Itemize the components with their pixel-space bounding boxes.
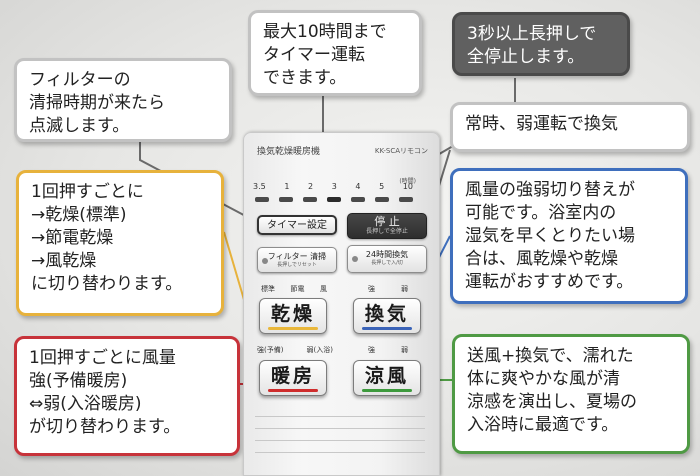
cool-mode-labels: 強 弱 xyxy=(355,345,421,355)
cool-breeze-button-label: 涼風 xyxy=(364,365,409,387)
filter-button-sublabel: 長押しでリセット xyxy=(277,262,317,268)
dry-color-bar xyxy=(268,327,318,330)
cool-breeze-color-bar xyxy=(362,389,412,392)
heat-label-strong: 強(予備) xyxy=(257,346,284,354)
ventilation-24h-led-icon xyxy=(352,256,358,262)
vent-label-strong: 強 xyxy=(368,285,375,293)
timer-set-button[interactable]: タイマー設定 xyxy=(257,215,337,235)
cool-breeze-button[interactable]: 涼風 xyxy=(353,360,421,396)
timer-led xyxy=(351,196,365,202)
heat-mode-labels: 強(予備) 弱(入浴) xyxy=(257,345,333,355)
timer-scale-label: 2 xyxy=(308,182,314,191)
cool-callout: 送風+換気で、濡れた 体に爽やかな風が清 涼感を演出し、夏場の 入浴時に最適です… xyxy=(452,334,690,454)
stop-button[interactable]: 停 止 長押しで全停止 xyxy=(347,213,427,239)
heat-callout: 1回押すごとに風量 強(予備暖房) ⇔弱(入浴暖房) が切り替わります。 xyxy=(14,336,240,456)
cool-label-strong: 強 xyxy=(368,346,375,354)
vent-label-weak: 弱 xyxy=(401,285,408,293)
timer-scale: 3.5 1 2 3 4 5 10 xyxy=(253,182,413,191)
heat-label-weak: 弱(入浴) xyxy=(306,346,333,354)
panel-title: 換気乾燥暖房機 xyxy=(257,147,321,157)
filter-clean-button[interactable]: フィルター 清掃 長押しでリセット xyxy=(257,247,337,273)
timer-led xyxy=(399,196,413,202)
timer-led xyxy=(327,196,341,202)
timer-scale-label: 4 xyxy=(355,182,361,191)
vent-mode-labels: 強 弱 xyxy=(355,284,421,294)
stop-button-sublabel: 長押しで全停止 xyxy=(366,228,408,235)
heat-color-bar xyxy=(268,389,318,392)
dry-label-wind: 風 xyxy=(320,285,327,293)
timer-led xyxy=(303,196,317,202)
ventilate-button[interactable]: 換気 xyxy=(353,298,421,334)
stop-callout: 3秒以上長押しで 全停止します。 xyxy=(452,12,630,76)
ventilation-24h-sublabel: 長押しで入/切 xyxy=(371,260,403,266)
filter-led-icon xyxy=(262,258,268,264)
dry-button[interactable]: 乾燥 xyxy=(259,298,327,334)
timer-scale-label: 5 xyxy=(379,182,385,191)
heat-button-label: 暖房 xyxy=(270,365,315,387)
ventilate-button-label: 換気 xyxy=(364,303,409,325)
panel-groove xyxy=(255,440,425,441)
timer-led-row xyxy=(255,195,413,203)
remote-control-panel: 換気乾燥暖房機 KK-SCAリモコン (時間) 3.5 1 2 3 4 5 10… xyxy=(243,132,440,476)
dry-callout: 1回押すごとに →乾燥(標準) →節電乾燥 →風乾燥 に切り替わります。 xyxy=(16,170,224,316)
filter-callout: フィルターの 清掃時期が来たら 点滅します。 xyxy=(14,58,232,142)
panel-groove xyxy=(255,416,425,417)
dry-label-standard: 標準 xyxy=(261,285,275,293)
timer-led xyxy=(255,196,269,202)
heat-button[interactable]: 暖房 xyxy=(259,360,327,396)
timer-callout: 最大10時間まで タイマー運転 できます。 xyxy=(248,10,422,96)
timer-scale-label: 3.5 xyxy=(253,182,266,191)
vent-callout: 風量の強弱切り替えが 可能です。浴室内の 湿気を早くとりたい場 合は、風乾燥や乾… xyxy=(450,168,688,304)
timer-scale-label: 1 xyxy=(284,182,290,191)
timer-unit: (時間) xyxy=(399,178,416,185)
filter-button-label: フィルター 清掃 xyxy=(267,252,327,261)
dry-button-label: 乾燥 xyxy=(270,303,315,325)
timer-led xyxy=(279,196,293,202)
timer-scale-label: 3 xyxy=(331,182,337,191)
panel-groove xyxy=(255,428,425,429)
ventilation-24h-button[interactable]: 24時間換気 長押しで入/切 xyxy=(347,245,427,273)
panel-groove xyxy=(255,452,425,453)
cool-label-weak: 弱 xyxy=(401,346,408,354)
dry-mode-labels: 標準 節電 風 xyxy=(261,284,327,294)
stop-button-label: 停 止 xyxy=(374,215,400,228)
timer-scale-label: 10 xyxy=(402,182,413,191)
timer-led xyxy=(375,196,389,202)
ventilation-24h-label: 24時間換気 xyxy=(365,250,409,259)
ventilate-color-bar xyxy=(362,327,412,330)
panel-model: KK-SCAリモコン xyxy=(374,147,428,155)
dry-label-eco: 節電 xyxy=(290,285,305,293)
always-callout: 常時、弱運転で換気 xyxy=(450,102,690,152)
